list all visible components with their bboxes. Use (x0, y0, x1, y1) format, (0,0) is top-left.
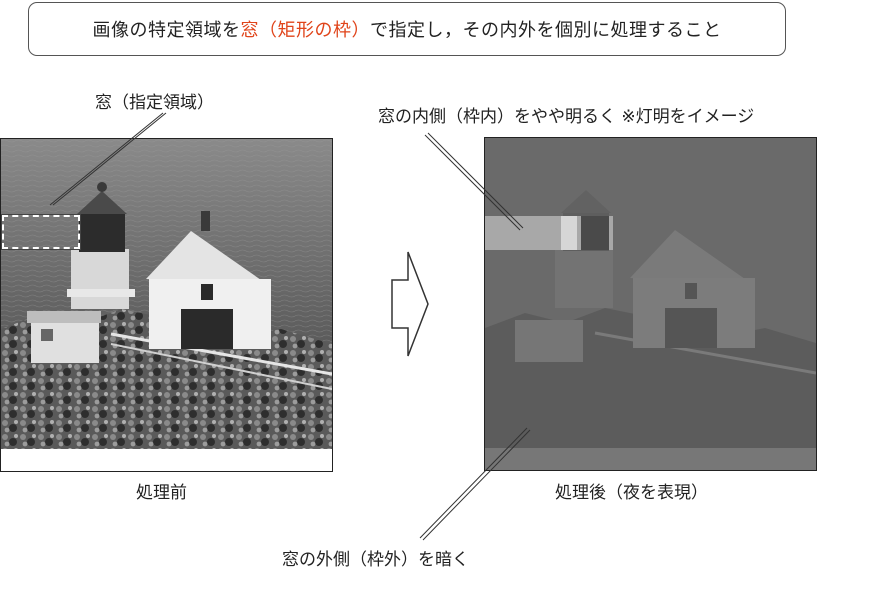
title-part1: 画像の特定領域を (92, 20, 241, 41)
inside-window-label: 窓の内側（枠内）をやや明るく ※灯明をイメージ (378, 107, 755, 127)
title-highlight: 窓（矩形の枠） (240, 20, 370, 41)
after-caption: 処理後（夜を表現） (555, 483, 708, 503)
window-rectangle (1, 214, 81, 250)
before-photo (0, 138, 333, 472)
title-box: 画像の特定領域を窓（矩形の枠）で指定し，その内外を個別に処理すること (28, 2, 786, 56)
right-arrow-outline-icon (391, 251, 429, 357)
before-caption: 処理前 (136, 483, 187, 503)
title-part2: で指定し，その内外を個別に処理すること (370, 20, 722, 41)
after-lighthouse-image (485, 138, 816, 470)
outside-window-label: 窓の外側（枠外）を暗く (282, 550, 469, 570)
window-region-label: 窓（指定領域） (95, 93, 214, 113)
before-lighthouse-image (1, 139, 332, 471)
after-photo (484, 137, 817, 471)
